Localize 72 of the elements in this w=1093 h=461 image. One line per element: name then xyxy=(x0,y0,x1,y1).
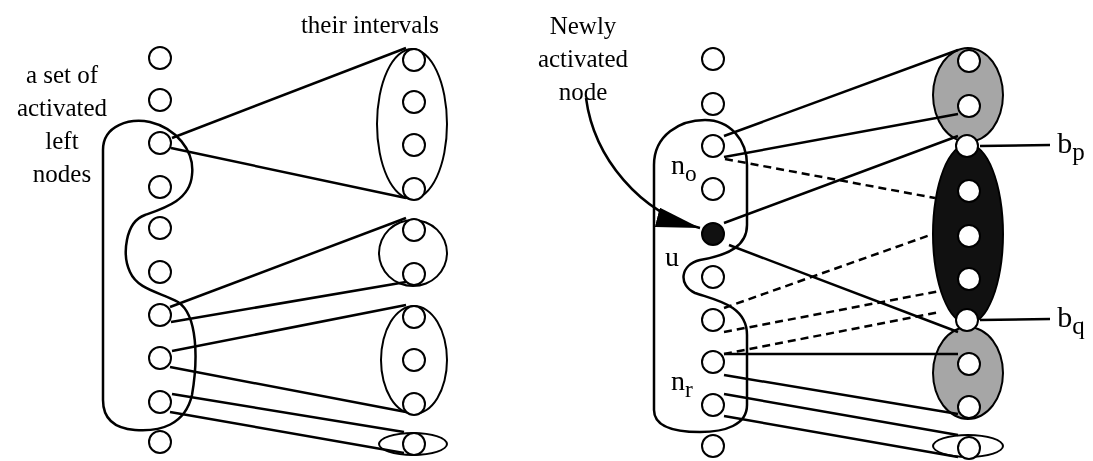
circle-node xyxy=(148,175,172,199)
circle-node xyxy=(148,46,172,70)
circle-node xyxy=(402,90,426,114)
circle-node xyxy=(957,352,981,376)
interval-ellipse xyxy=(378,219,448,287)
edge-line xyxy=(171,46,407,140)
circle-node xyxy=(402,348,426,372)
circle-node xyxy=(148,430,172,454)
circle-node xyxy=(402,392,426,416)
circle-node xyxy=(402,218,426,242)
circle-node xyxy=(957,179,981,203)
circle-node xyxy=(701,47,725,71)
edge-line xyxy=(723,392,959,437)
interval-ellipse xyxy=(932,434,1004,458)
leader-line xyxy=(980,317,1050,322)
circle-node xyxy=(957,49,981,73)
interval-ellipse xyxy=(380,305,448,415)
edge-line xyxy=(171,392,405,434)
circle-node xyxy=(957,94,981,118)
edge-line xyxy=(170,280,407,324)
bound-label: b$_{q}$ xyxy=(1050,298,1092,344)
circle-node xyxy=(957,267,981,291)
circle-node xyxy=(402,48,426,72)
circle-node xyxy=(701,265,725,289)
circle-node xyxy=(402,305,426,329)
circle-node xyxy=(148,303,172,327)
circle-node xyxy=(701,350,725,374)
edge-line xyxy=(724,352,958,356)
edge-line xyxy=(171,303,407,353)
edge-line xyxy=(728,243,959,334)
circle-node xyxy=(402,177,426,201)
circle-node xyxy=(957,436,981,460)
edge-line xyxy=(170,146,407,200)
leader-line xyxy=(980,143,1050,148)
interval-ellipse xyxy=(376,48,448,200)
node-label: n$_{r}$ xyxy=(671,366,693,404)
circle-node xyxy=(402,262,426,286)
edge-line xyxy=(723,414,959,459)
edge-line xyxy=(169,216,407,309)
circle-node xyxy=(701,134,725,158)
filled-node xyxy=(701,222,725,246)
circle-node xyxy=(148,346,172,370)
curved-arrow xyxy=(584,97,701,230)
circle-node xyxy=(701,92,725,116)
circle-node xyxy=(402,432,426,456)
bound-label: b$_{p}$ xyxy=(1050,124,1092,170)
annotation-text: Newly activated node xyxy=(522,8,644,108)
node-label: n$_{o}$ xyxy=(671,150,697,188)
edge-line xyxy=(723,373,959,416)
dashed-edge xyxy=(724,157,936,200)
caption-text: their intervals xyxy=(299,10,441,40)
edge-line xyxy=(723,112,959,159)
edge-line xyxy=(723,134,959,225)
circle-node xyxy=(148,390,172,414)
edge-line xyxy=(169,365,407,414)
circle-node xyxy=(957,224,981,248)
interval-ellipse xyxy=(378,432,448,456)
circle-node xyxy=(701,308,725,332)
edge-line xyxy=(169,410,405,455)
circle-node xyxy=(701,177,725,201)
circle-node xyxy=(148,260,172,284)
set-outline xyxy=(651,117,750,435)
node-label: u xyxy=(665,242,679,272)
circle-node xyxy=(701,434,725,458)
circle-node xyxy=(402,133,426,157)
caption-text: a set of activated left nodes xyxy=(15,60,109,189)
circle-node xyxy=(701,393,725,417)
circle-node xyxy=(957,395,981,419)
edge-line xyxy=(723,48,959,138)
circle-node xyxy=(148,131,172,155)
circle-node xyxy=(148,88,172,112)
circle-node xyxy=(148,216,172,240)
